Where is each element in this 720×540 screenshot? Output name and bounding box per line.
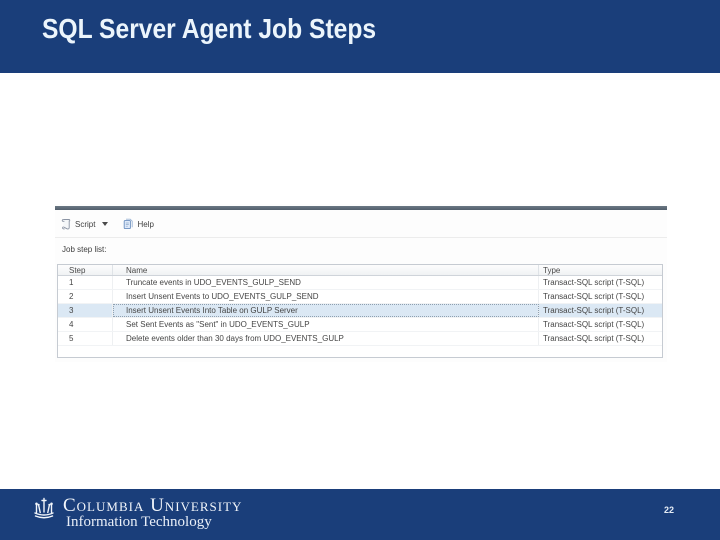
- help-icon: [122, 218, 134, 230]
- type-cell: Transact-SQL script (T-SQL): [543, 278, 645, 287]
- step-cell: 4: [58, 318, 113, 331]
- name-cell: Insert Unsent Events to UDO_EVENTS_GULP_…: [113, 290, 539, 303]
- script-button[interactable]: Script: [57, 217, 111, 231]
- table-row-selected[interactable]: 3 Insert Unsent Events Into Table on GUL…: [58, 304, 662, 318]
- name-cell: Truncate events in UDO_EVENTS_GULP_SEND: [113, 276, 539, 289]
- name-cell: Insert Unsent Events Into Table on GULP …: [113, 304, 539, 317]
- dialog-toolbar: Script Help: [57, 216, 663, 232]
- dialog-top-bar: [55, 206, 667, 210]
- script-button-label: Script: [75, 219, 96, 229]
- type-cell: Transact-SQL script (T-SQL): [543, 320, 645, 329]
- step-cell: 1: [58, 276, 113, 289]
- table-row[interactable]: 2 Insert Unsent Events to UDO_EVENTS_GUL…: [58, 290, 662, 304]
- type-cell: Transact-SQL script (T-SQL): [543, 292, 645, 301]
- type-cell: Transact-SQL script (T-SQL): [543, 306, 645, 315]
- job-steps-table: Step Name Type 1 Truncate events in UDO_…: [57, 264, 663, 358]
- page-title: SQL Server Agent Job Steps: [42, 13, 377, 44]
- step-cell: 5: [58, 332, 113, 345]
- table-row[interactable]: 1 Truncate events in UDO_EVENTS_GULP_SEN…: [58, 276, 662, 290]
- step-cell: 3: [58, 304, 113, 317]
- job-steps-dialog-screenshot: Script Help Job step list: Step: [55, 204, 667, 362]
- step-cell: 2: [58, 290, 113, 303]
- script-dropdown-arrow-icon[interactable]: [102, 222, 109, 226]
- org-name: Columbia University: [63, 495, 243, 516]
- toolbar-divider: [55, 237, 667, 238]
- columbia-crown-icon: [30, 494, 58, 520]
- table-header-row: Step Name Type: [58, 265, 662, 276]
- slide-header-band: SQL Server Agent Job Steps: [0, 0, 720, 73]
- name-cell: Delete events older than 30 days from UD…: [113, 332, 539, 345]
- script-icon: [60, 218, 72, 230]
- page-number: 22: [664, 505, 675, 515]
- type-cell: Transact-SQL script (T-SQL): [543, 334, 645, 343]
- column-header-type[interactable]: Type: [543, 265, 561, 275]
- slide-footer-band: Columbia University Information Technolo…: [0, 489, 720, 540]
- column-header-name[interactable]: Name: [113, 265, 539, 275]
- org-department: Information Technology: [66, 514, 212, 530]
- table-row[interactable]: 4 Set Sent Events as "Sent" in UDO_EVENT…: [58, 318, 662, 332]
- help-button[interactable]: Help: [119, 217, 156, 231]
- column-header-step[interactable]: Step: [58, 265, 113, 275]
- help-button-label: Help: [137, 219, 154, 229]
- name-cell: Set Sent Events as "Sent" in UDO_EVENTS_…: [113, 318, 539, 331]
- table-row[interactable]: 5 Delete events older than 30 days from …: [58, 332, 662, 346]
- job-step-list-label: Job step list:: [62, 245, 107, 254]
